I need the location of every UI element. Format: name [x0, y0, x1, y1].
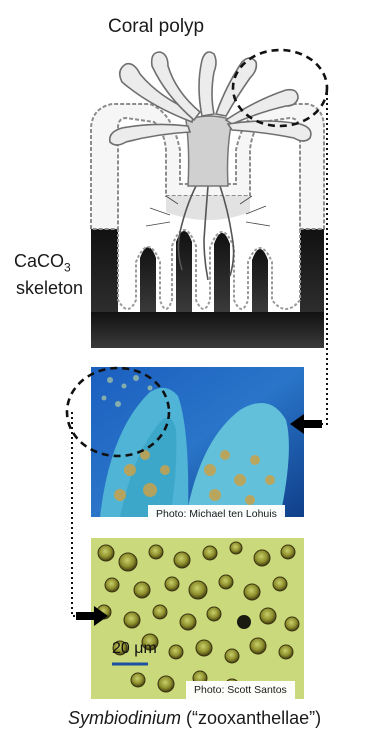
formula-prefix: CaCO	[14, 251, 64, 271]
skeleton-formula: CaCO3	[14, 252, 71, 274]
symbiodinium-micrograph	[91, 538, 304, 699]
caption-genus: Symbiodinium	[68, 708, 181, 728]
diagram-title: Coral polyp	[108, 16, 204, 38]
figure-caption: Symbiodinium (“zooxanthellae”)	[68, 708, 321, 729]
photo-credit-santos: Photo: Scott Santos	[186, 681, 295, 699]
tentacle-photo	[91, 367, 304, 517]
skeleton-label: skeleton	[16, 278, 83, 299]
formula-subscript: 3	[64, 261, 71, 275]
coral-polyp-illustration	[91, 50, 327, 348]
scale-bar-label: 20 μm	[112, 640, 157, 658]
caption-common-name: (“zooxanthellae”)	[181, 708, 321, 728]
photo-credit-lohuis: Photo: Michael ten Lohuis	[148, 505, 285, 523]
